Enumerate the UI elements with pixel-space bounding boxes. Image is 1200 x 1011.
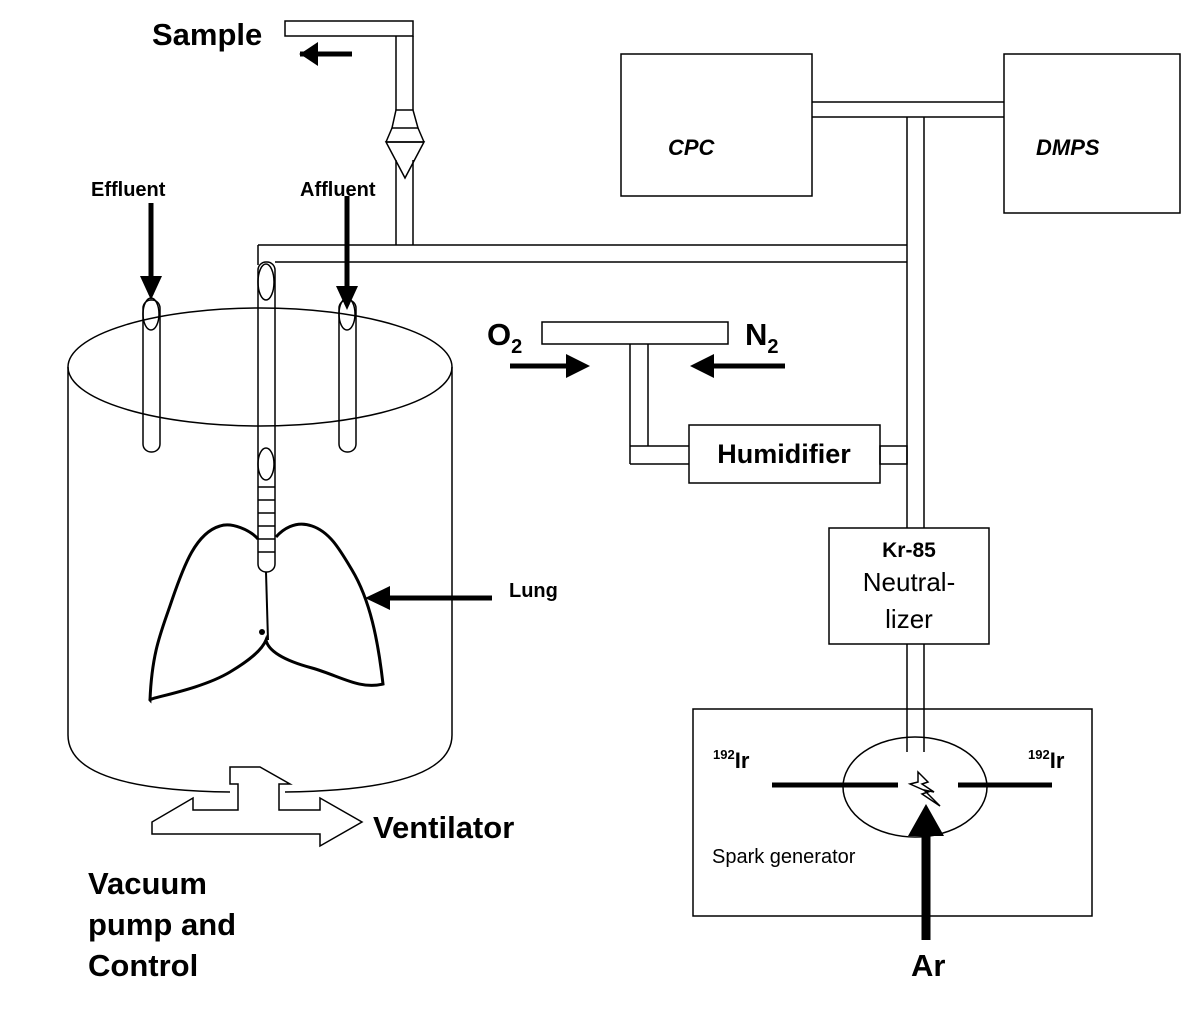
gas-mixing-tube: [541, 321, 729, 345]
neutralizer-box: [828, 527, 990, 645]
ir-left-label: 192Ir: [713, 747, 750, 773]
lung-outline: [148, 522, 385, 704]
sample-label: Sample: [152, 17, 262, 52]
ventilator-label: Ventilator: [373, 810, 514, 845]
lung-label: Lung: [509, 580, 558, 602]
spark-generator-box: [692, 708, 1093, 917]
dmps-box: [1003, 53, 1181, 214]
kr85-label: Kr-85: [882, 539, 936, 562]
dmps-label: DMPS: [1036, 135, 1100, 160]
spark-generator-label: Spark generator: [712, 846, 856, 868]
affluent-label: Affluent: [300, 179, 376, 201]
n2-label: N2: [745, 317, 779, 358]
ar-arrowhead: [908, 804, 944, 836]
cpc-box: [620, 53, 813, 197]
ventilator-arrow: [151, 766, 364, 848]
sample-tube: [284, 20, 414, 37]
o2-label: O2: [487, 317, 522, 358]
chamber-top: [67, 307, 453, 427]
vacuum-label-1: Vacuum: [88, 866, 207, 901]
neutralizer-label-2: lizer: [885, 604, 933, 634]
humidifier-label: Humidifier: [717, 439, 851, 469]
ar-label: Ar: [911, 948, 945, 983]
cpc-label: CPC: [668, 135, 716, 160]
neutralizer-label-1: Neutral-: [863, 567, 955, 597]
ir-right-label: 192Ir: [1028, 747, 1065, 773]
effluent-tube: [142, 299, 161, 453]
chamber-bottom: [67, 734, 453, 793]
effluent-label: Effluent: [91, 179, 166, 201]
sample-valve: [391, 109, 419, 129]
vacuum-label-2: pump and: [88, 907, 236, 942]
vacuum-label-3: Control: [88, 948, 198, 983]
spark-icon: [907, 770, 941, 807]
